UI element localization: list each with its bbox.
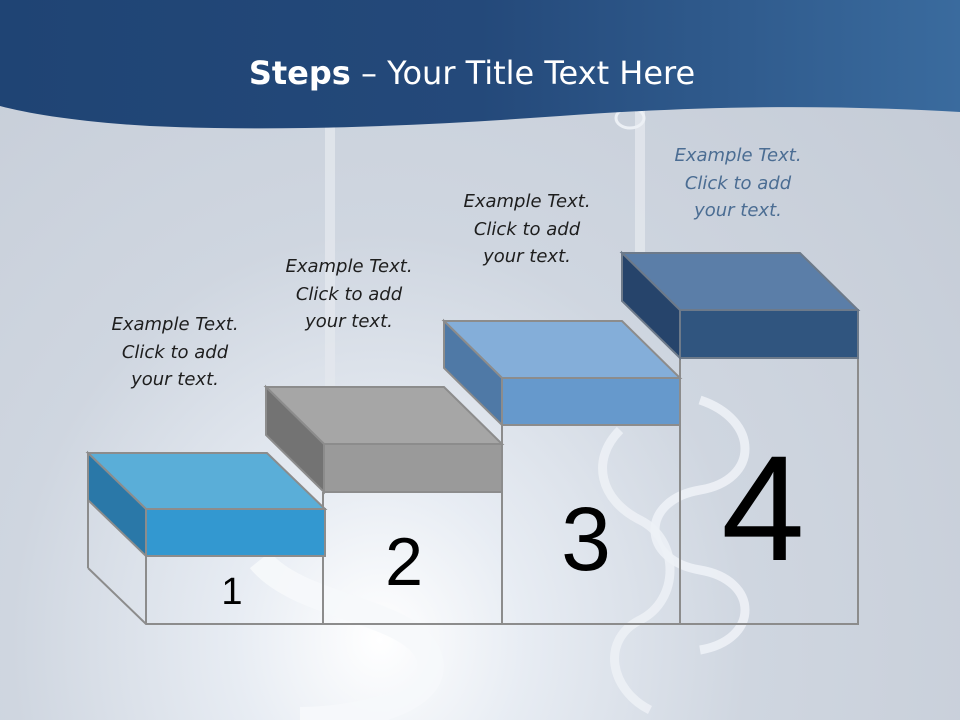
step-2-caption[interactable]: Example Text. Click to add your text. (254, 253, 444, 336)
step-3-caption[interactable]: Example Text. Click to add your text. (432, 188, 622, 271)
step-2-caption-line: Example Text. (285, 256, 413, 277)
step-2-caption-line: your text. (305, 311, 393, 332)
step-2-caption-line: Click to add (295, 283, 403, 305)
step-3-block[interactable] (441, 318, 683, 428)
step-4-caption[interactable]: Example Text. Click to add your text. (643, 142, 833, 225)
step-4-block[interactable] (619, 250, 861, 361)
step-3-caption-line: Click to add (473, 218, 581, 240)
step-2-number: 2 (385, 524, 423, 600)
step-4-caption-line: Example Text. (674, 145, 802, 166)
slide-title-rest: – Your Title Text Here (350, 54, 696, 92)
step-1-caption-line: Click to add (121, 341, 229, 363)
slide-title[interactable]: Steps – Your Title Text Here (0, 54, 944, 92)
step-3-number: 3 (561, 490, 611, 590)
step-3-caption-line: Example Text. (463, 191, 591, 212)
step-1-caption-line: Example Text. (111, 314, 239, 335)
step-4-caption-line: Click to add (684, 172, 792, 194)
step-4-caption-line: your text. (694, 200, 782, 221)
step-3-caption-line: your text. (483, 246, 571, 267)
step-1-caption-line: your text. (131, 369, 219, 390)
step-4-number: 4 (721, 424, 804, 592)
slide-title-bold: Steps (248, 54, 351, 92)
step-1-number: 1 (221, 571, 242, 613)
step-2-block[interactable] (263, 384, 505, 495)
step-1-caption[interactable]: Example Text. Click to add your text. (80, 311, 270, 394)
step-1-block[interactable] (85, 450, 328, 559)
header-band (0, 0, 960, 129)
